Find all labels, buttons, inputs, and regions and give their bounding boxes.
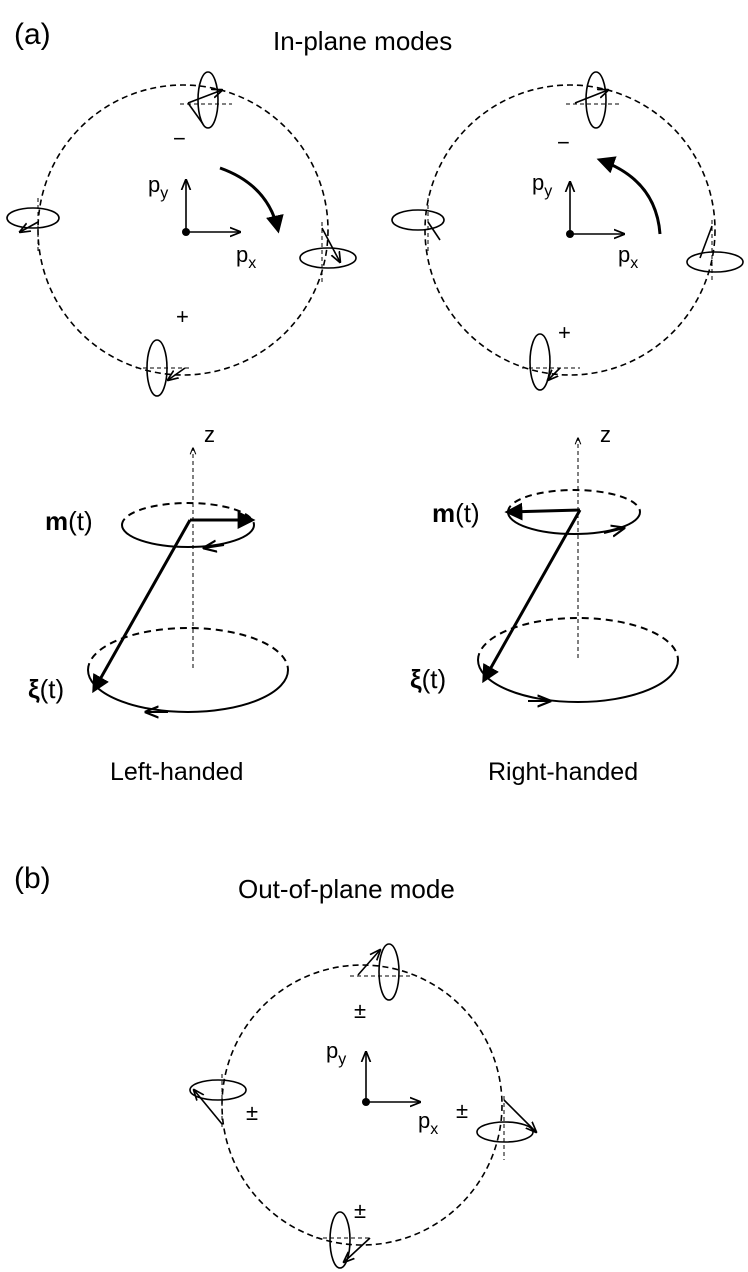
- left-right-vec: [321, 227, 340, 262]
- right-py-label: py: [532, 170, 552, 200]
- right-right-vec: [699, 225, 713, 259]
- right-bottom-vec: [548, 367, 561, 380]
- right-left-ellipse: [391, 209, 445, 231]
- left-handed-caption: Left-handed: [110, 758, 243, 786]
- right-z-label: z: [600, 422, 611, 447]
- panel-a-label: (a): [14, 18, 51, 51]
- b-sign-top: ±: [354, 998, 366, 1023]
- b-sign-left: ±: [246, 1100, 258, 1125]
- right-sign-bottom: +: [558, 320, 571, 345]
- left-top-vec2: [187, 102, 204, 125]
- right-bottom-ellipse: [529, 333, 551, 391]
- b-sign-right: ±: [456, 1098, 468, 1123]
- left-px-label: px: [236, 242, 256, 272]
- left-sign-top: −: [173, 126, 186, 151]
- right-left-vec: [427, 221, 441, 241]
- panel-b-label: (b): [14, 862, 51, 895]
- left-lower-ellipse-back: [87, 627, 289, 671]
- left-left-vec: [20, 221, 39, 232]
- b-top-vec: [357, 950, 380, 976]
- b-left-vec: [194, 1090, 223, 1125]
- b-px-label: px: [418, 1108, 438, 1138]
- right-lower-ellipse-front: [477, 659, 679, 703]
- out-of-plane-diagram: py px ± ± ± ±: [189, 943, 536, 1269]
- right-handed-precession: z m(t) ξ(t) Right-handed: [410, 422, 679, 786]
- right-sign-top: −: [557, 130, 570, 155]
- left-upper-dir-arrow: [204, 545, 225, 548]
- right-top-ellipse: [585, 71, 607, 129]
- left-rotation-arrow: [219, 166, 284, 234]
- right-xi-label: ξ(t): [410, 664, 446, 694]
- left-lower-ellipse-front: [87, 669, 289, 713]
- b-right-vec: [503, 1099, 536, 1132]
- right-upper-ellipse-front: [507, 511, 641, 535]
- left-m-label: m(t): [45, 506, 93, 536]
- left-top-ellipse: [197, 71, 219, 129]
- left-z-label: z: [204, 422, 215, 447]
- right-px-label: px: [618, 242, 638, 272]
- left-xi-vector: [92, 519, 192, 694]
- right-xi-vector: [482, 509, 582, 684]
- right-m-label: m(t): [432, 498, 480, 528]
- left-right-ellipse: [299, 247, 357, 269]
- b-left-ellipse: [189, 1079, 247, 1101]
- right-upper-ellipse-back: [507, 489, 641, 513]
- right-rotation-arrow: [596, 156, 662, 235]
- left-inplane-diagram: py px − +: [6, 71, 357, 397]
- right-inplane-diagram: py px − +: [391, 71, 744, 391]
- b-py-label: py: [326, 1038, 346, 1068]
- panel-b-title: Out-of-plane mode: [238, 874, 455, 904]
- right-handed-caption: Right-handed: [488, 758, 638, 786]
- b-bottom-ellipse: [329, 1211, 351, 1269]
- right-right-ellipse: [686, 251, 744, 273]
- left-xi-label: ξ(t): [28, 674, 64, 704]
- b-right-ellipse: [476, 1121, 534, 1143]
- right-m-vector: [504, 502, 581, 521]
- b-bottom-vec: [344, 1237, 371, 1262]
- panel-a-title: In-plane modes: [273, 26, 452, 56]
- right-lower-ellipse-back: [477, 617, 679, 661]
- b-top-ellipse: [378, 943, 400, 1001]
- right-top-vec: [574, 90, 608, 104]
- b-sign-bottom: ±: [354, 1198, 366, 1223]
- b-orbit-circle: [221, 964, 503, 1246]
- left-upper-ellipse-front: [121, 524, 255, 548]
- left-bottom-vec: [168, 367, 186, 380]
- left-top-vec: [187, 90, 222, 104]
- left-py-label: py: [148, 172, 168, 202]
- left-sign-bottom: +: [176, 304, 189, 329]
- right-upper-dir-arrow: [603, 528, 624, 533]
- left-handed-precession: z m(t) ξ(t) Left-handed: [28, 422, 289, 786]
- left-left-ellipse: [6, 207, 60, 229]
